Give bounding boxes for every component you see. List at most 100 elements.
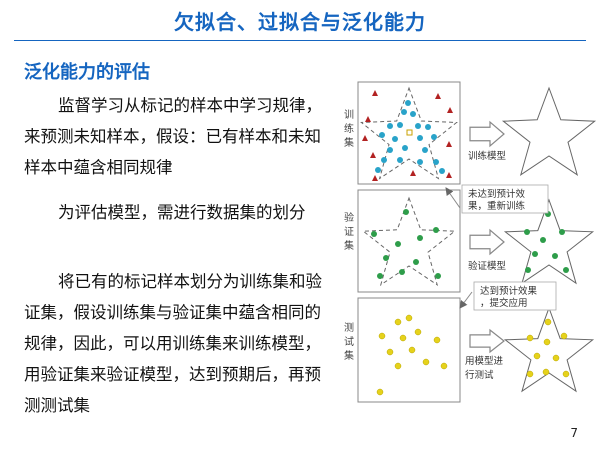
test-points (376, 314, 448, 396)
tested-point (552, 354, 560, 362)
deploy-feedback-arrow (459, 291, 473, 309)
test-point (378, 332, 386, 340)
validated-point (540, 237, 546, 243)
deploy-note-line-1: 达到预计效果 (480, 285, 538, 297)
validate-point (399, 269, 405, 275)
test-point (386, 348, 394, 356)
tested-point (533, 352, 541, 360)
paragraph-2-text: 为评估模型，需进行数据集的划分 (58, 203, 306, 222)
validate-point (403, 209, 409, 215)
validated-point (532, 251, 538, 257)
train-point-triangle (447, 107, 453, 113)
deploy-note-box (473, 281, 557, 311)
paragraph-2: 为评估模型，需进行数据集的划分 (24, 197, 334, 228)
train-point (431, 134, 437, 140)
validate-points (371, 209, 441, 279)
test-point (433, 336, 441, 344)
validate-set-label-char-2: 证 (344, 226, 354, 238)
validated-point (552, 253, 558, 259)
test-point (414, 328, 422, 336)
validate-set-box (357, 189, 461, 293)
validate-model-arrow (469, 228, 505, 256)
train-set-label-char-3: 集 (344, 136, 354, 149)
train-point (415, 123, 421, 129)
train-set-label-char-1: 训 (344, 109, 354, 121)
tested-point (526, 370, 534, 378)
tested-point (526, 334, 534, 342)
validate-point (435, 273, 441, 279)
validated-point (524, 229, 530, 235)
retrain-note-line-1: 未达到预计效 (468, 188, 526, 200)
page-number: 7 (570, 426, 578, 440)
validate-point (413, 259, 419, 265)
validate-model-label: 验证模型 (468, 260, 507, 272)
train-point (417, 135, 423, 141)
train-point (402, 145, 408, 151)
test-point (408, 346, 416, 354)
train-point-triangle (370, 152, 376, 158)
test-model-arrow (469, 328, 505, 354)
train-point (401, 109, 407, 115)
paragraph-3: 将已有的标记样本划分为训练集和验证集，假设训练集与验证集中蕴含相同的规律，因此，… (24, 266, 334, 421)
train-point (439, 168, 445, 174)
validate-point (433, 227, 439, 233)
train-point (375, 167, 381, 173)
train-model-arrow (469, 120, 505, 148)
paragraph-3-text: 将已有的标记样本划分为训练集和验证集，假设训练集与验证集中蕴含相同的规律，因此，… (24, 272, 322, 415)
validate-point (371, 231, 377, 237)
model-star-validated (503, 198, 595, 285)
validate-set-label-char-3: 集 (344, 239, 354, 252)
test-point (394, 318, 402, 326)
validate-point (417, 235, 423, 241)
deploy-note-line-2: ，提交应用 (480, 297, 528, 309)
tested-star-points (526, 318, 570, 378)
test-point (440, 362, 448, 370)
section-subtitle: 泛化能力的评估 (24, 62, 150, 83)
train-point-triangle (362, 135, 368, 141)
test-point (376, 388, 384, 396)
model-star-initial (501, 86, 597, 176)
tested-point (542, 368, 550, 376)
test-point (422, 358, 430, 366)
validate-point (395, 241, 401, 247)
retrain-note-box (461, 184, 549, 214)
validate-star-boundary (361, 196, 457, 286)
train-point (379, 132, 385, 138)
title-divider (14, 40, 586, 41)
test-model-label-line-1: 用模型进 (465, 355, 504, 367)
validated-point (563, 267, 569, 273)
test-model-label-line-2: 行测试 (465, 369, 494, 381)
train-point (410, 111, 416, 117)
tested-point (562, 370, 570, 378)
validate-point (377, 273, 383, 279)
train-point-triangle (446, 172, 452, 178)
train-point (387, 147, 393, 153)
test-point (399, 334, 407, 342)
retrain-note-line-2: 果，重新训练 (468, 200, 526, 212)
tested-point (543, 338, 551, 346)
validated-point (525, 267, 531, 273)
train-point (417, 159, 423, 165)
test-point (394, 362, 402, 370)
train-star-boundary (360, 86, 458, 180)
train-point (397, 157, 403, 163)
train-set-label-char-2: 练 (344, 122, 354, 135)
train-point-triangle (365, 116, 371, 122)
train-point (387, 123, 393, 129)
train-point (397, 122, 403, 128)
train-model-label: 训练模型 (468, 150, 507, 162)
retrain-feedback-arrow (445, 187, 461, 209)
test-set-label-char-3: 集 (344, 349, 354, 362)
train-point-triangle (435, 93, 441, 99)
paragraph-1: 监督学习从标记的样本中学习规律，来预测未知样本，假设：已有样本和未知样本中蕴含相… (24, 90, 334, 183)
test-set-label-char-2: 试 (344, 335, 354, 348)
train-point (381, 157, 387, 163)
train-point-square (406, 129, 413, 136)
train-points (362, 90, 453, 181)
validate-point (383, 255, 389, 261)
train-point (422, 147, 428, 153)
tested-point (544, 318, 552, 326)
train-point (405, 100, 411, 106)
tested-point (560, 332, 568, 340)
